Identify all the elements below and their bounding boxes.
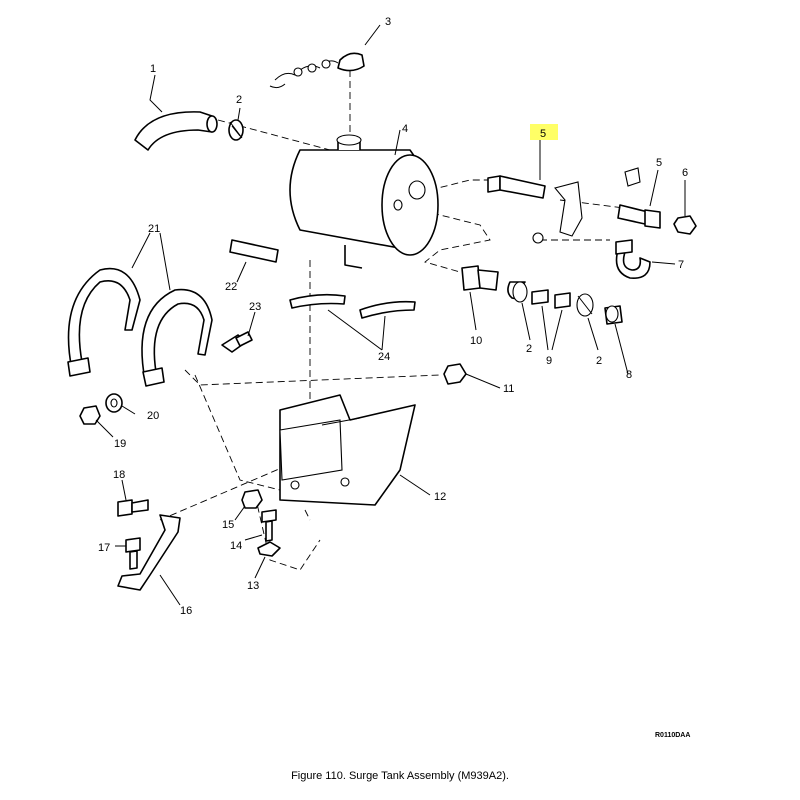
connector-part-5-highlighted <box>487 175 583 244</box>
fitting-part-5 <box>617 204 661 229</box>
callout-23: 23 <box>249 301 261 313</box>
screw-part-18 <box>117 499 149 517</box>
nut-part-15 <box>241 489 263 509</box>
screw-part-17 <box>125 537 141 570</box>
pads-part-24 <box>289 293 416 319</box>
hose-clamp-part-2 <box>228 119 244 141</box>
bolt-part-23 <box>221 331 253 353</box>
callout-21: 21 <box>148 223 160 235</box>
callout-19: 19 <box>114 438 126 450</box>
mounting-straps-part-21 <box>67 267 213 387</box>
hose-part-1 <box>134 111 218 151</box>
callout-18: 18 <box>113 469 125 481</box>
callout-11: 11 <box>503 383 514 395</box>
fitting-part-8 <box>604 305 623 325</box>
clamp-part-2-middle <box>507 281 528 303</box>
lockwasher-part-13 <box>257 541 281 557</box>
callout-3: 3 <box>385 16 391 28</box>
callout-2-middle: 2 <box>526 343 532 355</box>
callout-5: 5 <box>656 157 662 169</box>
callout-24: 24 <box>378 351 390 363</box>
callout-2-top: 2 <box>236 94 242 106</box>
nut-part-11 <box>443 363 467 385</box>
callout-22: 22 <box>225 281 237 293</box>
callout-9: 9 <box>546 355 552 367</box>
callout-8: 8 <box>626 369 632 381</box>
callout-16: 16 <box>180 605 192 617</box>
callout-7: 7 <box>678 259 684 271</box>
callout-4: 4 <box>402 123 408 135</box>
support-bracket-part-16 <box>117 514 181 591</box>
leader-lines <box>95 24 686 606</box>
callout-20: 20 <box>147 410 159 422</box>
assembly-dashed-lines <box>159 70 641 571</box>
nut-part-19 <box>79 405 101 425</box>
hose-pieces-part-9 <box>531 289 571 309</box>
fitting-part-10 <box>461 265 499 291</box>
callout-labels: 1 2 3 4 5 5 6 7 10 2 9 2 8 11 12 24 23 2… <box>98 16 688 617</box>
clamp-part-7 <box>615 239 651 279</box>
callout-highlight <box>530 124 558 140</box>
filler-cap-part-3 <box>269 52 365 89</box>
surge-tank-part-4 <box>289 134 439 269</box>
callout-14: 14 <box>230 540 242 552</box>
callout-15: 15 <box>222 519 234 531</box>
callout-17: 17 <box>98 542 110 554</box>
screw-part-14 <box>261 509 277 542</box>
callout-5-highlighted: 5 <box>540 128 546 140</box>
pad-part-22 <box>229 239 279 263</box>
callout-10: 10 <box>470 335 482 347</box>
bracket-part-12 <box>279 394 416 506</box>
washer-part-20 <box>105 393 123 413</box>
drawing-code: R0110DAA <box>655 732 690 739</box>
figure-caption: Figure 110. Surge Tank Assembly (M939A2)… <box>291 770 509 782</box>
callout-12: 12 <box>434 491 446 503</box>
callout-13: 13 <box>247 580 259 592</box>
callout-6: 6 <box>682 167 688 179</box>
callout-1: 1 <box>150 63 156 75</box>
nut-part-6 <box>624 167 697 235</box>
callout-2-right: 2 <box>596 355 602 367</box>
clamp-part-2-right <box>576 293 594 317</box>
